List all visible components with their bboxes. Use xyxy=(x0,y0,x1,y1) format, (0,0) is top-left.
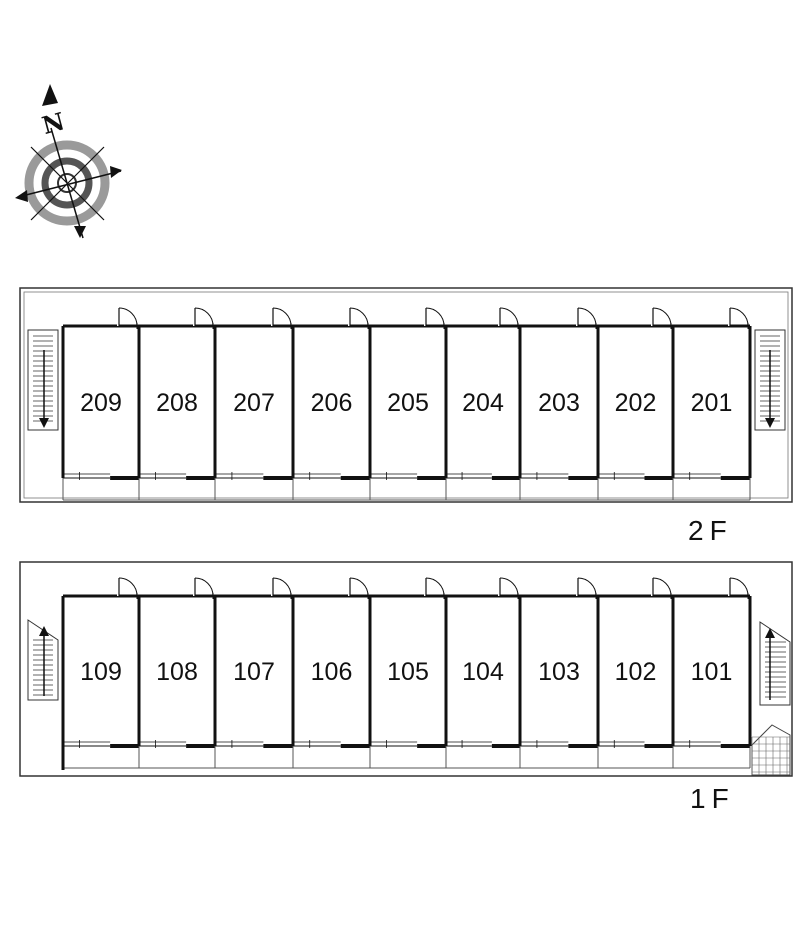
unit-number: 206 xyxy=(311,389,353,417)
stairs-right-arrow-down-icon xyxy=(765,350,775,428)
unit-number: 107 xyxy=(233,658,275,686)
floor-1f: 109 108 107 106 105 104 103 102 101 1F xyxy=(19,561,793,814)
unit-104: 104 xyxy=(444,577,520,768)
door-101-icon xyxy=(728,577,749,599)
unit-number: 205 xyxy=(387,389,429,417)
unit-number: 108 xyxy=(156,658,198,686)
door-206-icon xyxy=(348,307,369,329)
unit-number: 105 xyxy=(387,658,429,686)
compass-rose-icon: N xyxy=(15,84,122,239)
stairs-left xyxy=(27,619,59,701)
tiled-entrance xyxy=(751,724,791,776)
door-203-icon xyxy=(576,307,597,329)
door-107-icon xyxy=(271,577,292,599)
floor-2f: 209 208 207 206 205 204 203 202 201 2F xyxy=(19,287,793,546)
door-102-icon xyxy=(651,577,672,599)
floor-label-1f: 1F xyxy=(690,783,735,814)
stairs-right-arrow-up-icon xyxy=(765,628,775,700)
floor-label-2f: 2F xyxy=(688,515,733,546)
door-108-icon xyxy=(193,577,214,599)
floor-2f-frame-inner xyxy=(23,291,789,499)
door-103-icon xyxy=(576,577,597,599)
stairs-left-arrow-down-icon xyxy=(39,350,49,428)
door-204-icon xyxy=(498,307,519,329)
unit-202: 202 xyxy=(596,307,673,500)
unit-207: 207 xyxy=(213,307,293,500)
unit-204: 204 xyxy=(444,307,520,500)
door-205-icon xyxy=(424,307,445,329)
unit-number: 204 xyxy=(462,389,504,417)
door-201-icon xyxy=(728,307,749,329)
unit-number: 209 xyxy=(80,389,122,417)
unit-number: 203 xyxy=(538,389,580,417)
unit-number: 201 xyxy=(691,389,733,417)
unit-107: 107 xyxy=(213,577,293,768)
north-label: N xyxy=(39,106,68,140)
floor-2f-frame xyxy=(19,287,793,503)
unit-number: 109 xyxy=(80,658,122,686)
unit-105: 105 xyxy=(368,577,446,768)
stairs-left-arrow-up-icon xyxy=(39,626,49,696)
unit-109: 109 xyxy=(61,577,139,768)
unit-number: 202 xyxy=(615,389,657,417)
stairs-left xyxy=(27,329,59,431)
unit-103: 103 xyxy=(518,577,598,768)
unit-101: 101 xyxy=(671,577,752,768)
unit-206: 206 xyxy=(291,307,370,500)
unit-106: 106 xyxy=(291,577,370,768)
unit-number: 103 xyxy=(538,658,580,686)
door-105-icon xyxy=(424,577,445,599)
door-104-icon xyxy=(498,577,519,599)
door-109-icon xyxy=(117,577,138,599)
unit-number: 104 xyxy=(462,658,504,686)
door-106-icon xyxy=(348,577,369,599)
unit-209: 209 xyxy=(61,307,139,500)
unit-203: 203 xyxy=(518,307,598,500)
unit-102: 102 xyxy=(596,577,673,768)
door-202-icon xyxy=(651,307,672,329)
unit-208: 208 xyxy=(137,307,215,500)
unit-205: 205 xyxy=(368,307,446,500)
stairs-right xyxy=(759,621,791,706)
floor-1f-frame xyxy=(19,561,793,777)
unit-number: 207 xyxy=(233,389,275,417)
door-208-icon xyxy=(193,307,214,329)
unit-number: 101 xyxy=(691,658,733,686)
unit-number: 208 xyxy=(156,389,198,417)
unit-108: 108 xyxy=(137,577,215,768)
unit-number: 102 xyxy=(615,658,657,686)
door-209-icon xyxy=(117,307,138,329)
unit-201: 201 xyxy=(671,307,752,500)
door-207-icon xyxy=(271,307,292,329)
unit-number: 106 xyxy=(311,658,353,686)
